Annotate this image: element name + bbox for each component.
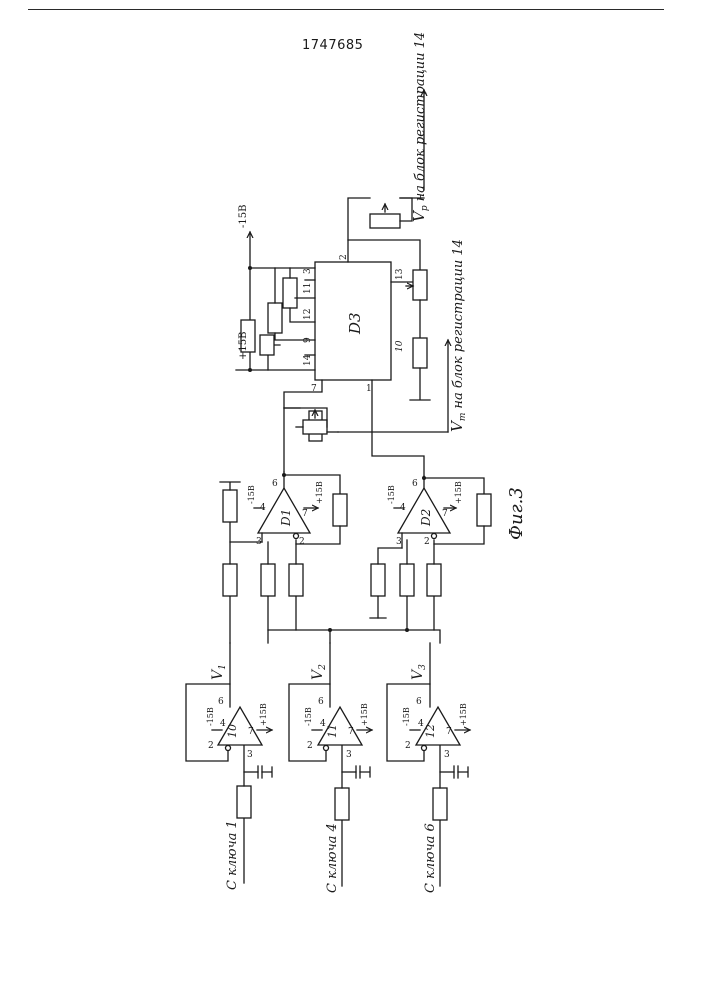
pin-label: 3 [444,750,450,760]
pin-label: 4 [220,719,226,729]
input-label-1: С ключа 1 [225,820,240,890]
chip-pin-label: 3 [303,268,313,274]
pin-label: 2 [307,741,313,751]
chip-D3-label: D3 [346,312,364,335]
pin-label: 2 [405,741,411,751]
opamp-11-label: 11 [326,724,339,738]
opamp-D2-label: D2 [419,509,433,527]
input-label-3: С ключа 6 [423,823,438,893]
input-label-2: С ключа 4 [325,823,340,893]
pin-label: 2 [424,537,430,547]
pin-label: 7 [446,727,452,737]
pin-label: 2 [299,537,305,547]
D1-pos-supply: +15В [315,481,324,504]
v1-label: V1 [210,664,228,680]
pin-label: 3 [256,537,262,547]
pin-label: 6 [416,697,422,707]
pin-label: 6 [218,697,224,707]
pin-label: 7 [302,509,308,519]
opamp-12-label: 12 [424,724,437,738]
pin-label: 7 [348,727,354,737]
pin-label: 7 [248,727,254,737]
opamp-11-neg-supply: -15В [304,707,313,726]
opamp-10-neg-supply: -15В [206,707,215,726]
figure-caption: Фиг.3 [506,487,527,540]
opamp-11-pos-supply: +15В [360,703,369,726]
pin-label: 2 [208,741,214,751]
input-resistor-1 [237,786,251,818]
pin-label: 4 [418,719,424,729]
opamp-12-pos-supply: +15В [459,703,468,726]
chip-pin-label: 11 [303,283,313,294]
vp-output-label: Vрна блок регистрации 14 [410,32,430,222]
chip-pin-label: 10 [395,340,405,352]
chip-pin-label: 13 [395,268,405,280]
chip-pin-label: 9 [303,337,313,343]
chip-pin-label: 1 [366,384,372,394]
input-resistor-3 [433,788,447,820]
input-resistor-2 [335,788,349,820]
chip-pin-label: 12 [303,309,313,320]
opamp-10-label: 10 [226,724,239,738]
opamp-D1-label: D1 [279,509,293,527]
pin-label: 6 [412,479,418,489]
D1-neg-supply: -15В [247,485,256,504]
chip-pin-label: 7 [311,384,317,394]
pin-label: 6 [318,697,324,707]
difference-stage [220,472,491,643]
pin-label: 6 [272,479,278,489]
pin-label: 3 [247,750,253,760]
chip-pin-label: 14 [303,354,313,366]
pin-label: 4 [320,719,326,729]
opamp-10-pos-supply: +15В [259,703,268,726]
chip-pin-label: 2 [339,254,349,260]
pin-label: 3 [396,537,402,547]
D2-neg-supply: -15В [387,485,396,504]
pos-rail-label: +15В [238,332,249,360]
pin-label: 3 [346,750,352,760]
pin-label: 4 [260,503,266,513]
pin-label: 7 [442,509,448,519]
neg-rail-label: -15В [238,205,249,228]
vt-output-label: Vтна блок регистрации 14 [448,239,468,432]
v2-label: V2 [310,664,328,680]
v3-label: V3 [410,664,428,680]
pin-label: 4 [400,503,406,513]
D2-pos-supply: +15В [454,481,463,504]
opamp-12-neg-supply: -15В [402,707,411,726]
